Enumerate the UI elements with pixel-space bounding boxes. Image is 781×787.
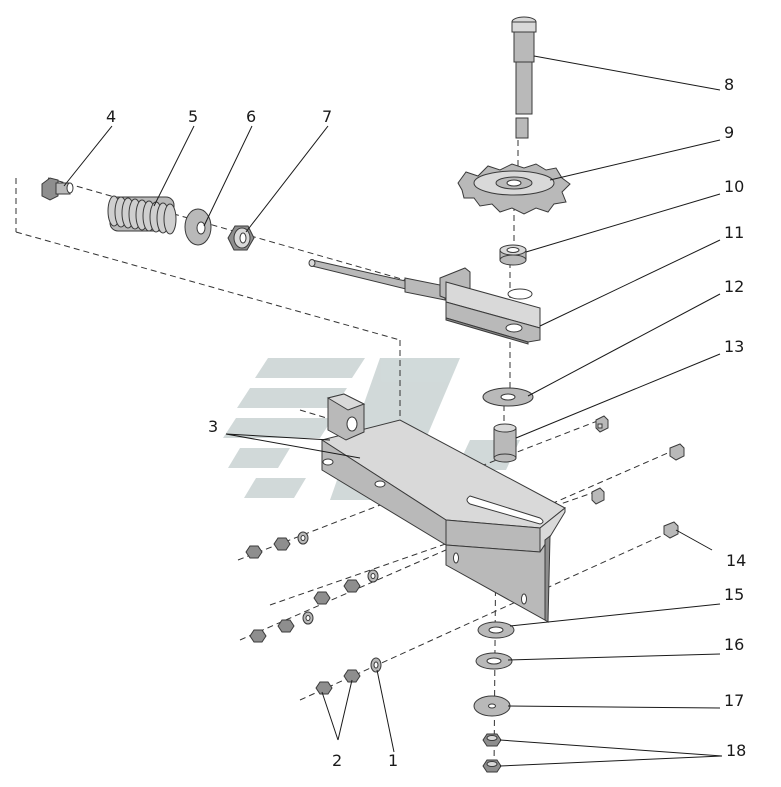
part-3-bracket [320,393,566,623]
label-15: 15 [724,585,744,604]
part-15-washer [477,621,515,639]
part-10-bushing [499,244,527,266]
label-17: 17 [724,691,744,710]
part-13-sleeve [493,423,517,463]
part-9-sprocket [457,163,571,215]
part-11-rod-fork [308,259,541,345]
label-16: 16 [724,635,744,654]
part-4-fitting [41,177,74,201]
part-5-spring [107,195,177,235]
label-11: 11 [724,223,744,242]
part-16-washer [475,652,513,670]
label-18: 18 [726,741,746,760]
part-18-nuts [482,733,502,773]
part-labels: 4 5 6 7 8 9 10 11 12 13 3 14 15 16 17 18… [106,75,746,770]
label-10: 10 [724,177,744,196]
part-17-washer [473,695,511,717]
part-2-nuts [245,537,361,695]
leader-lines [63,55,723,767]
label-14: 14 [726,551,746,570]
part-6-washer [184,208,212,246]
part-8-pin [511,16,537,139]
part-1-washers [297,531,382,673]
label-8: 8 [724,75,734,94]
label-12: 12 [724,277,744,296]
label-2: 2 [332,751,342,770]
label-9: 9 [724,123,734,142]
part-14-bolts [591,415,685,539]
label-3: 3 [208,417,218,436]
label-7: 7 [322,107,332,126]
part-7-nut [227,225,255,251]
label-6: 6 [246,107,256,126]
label-13: 13 [724,337,744,356]
part-12-washer [482,387,534,407]
label-4: 4 [106,107,116,126]
label-5: 5 [188,107,198,126]
label-1: 1 [388,751,398,770]
